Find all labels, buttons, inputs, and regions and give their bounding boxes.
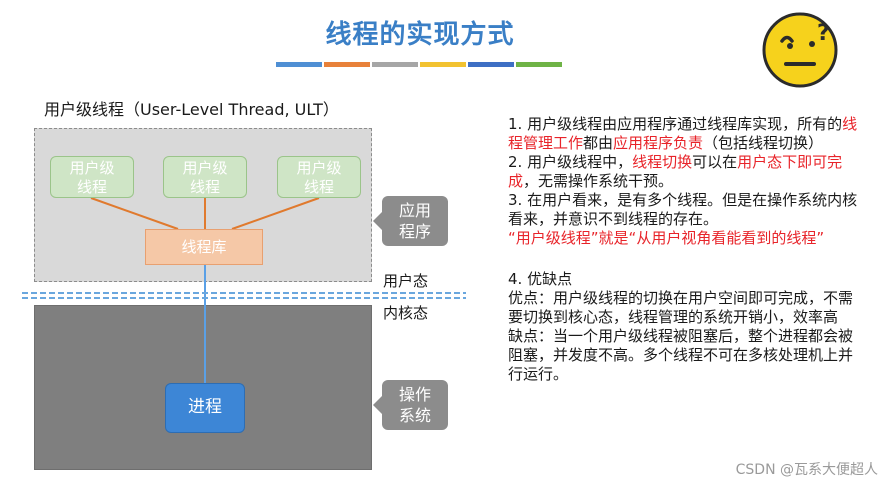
text-segment: 优点：用户级线程的切换在用户空间即可完成，不需要切换到核心态，线程管理的系统开销… bbox=[508, 289, 854, 326]
point-3: 3. 在用户看来，是有多个线程。但是在操作系统内核看来，并意识不到线程的存在。 bbox=[508, 191, 864, 229]
text-segment: 应用程序负责 bbox=[613, 134, 704, 152]
point-4-heading: 4. 优缺点 bbox=[508, 270, 864, 289]
thread-1-connector bbox=[90, 197, 179, 230]
user-thread-3: 用户级 线程 bbox=[277, 156, 361, 198]
kernel-mode-label: 内核态 bbox=[383, 304, 429, 322]
title-bar-4 bbox=[420, 62, 466, 67]
user-mode-label: 用户态 bbox=[383, 272, 429, 290]
operating-system-tag: 操作 系统 bbox=[373, 380, 448, 430]
text-segment: 2. 用户级线程中， bbox=[508, 153, 633, 171]
text-segment: （包括线程切换） bbox=[703, 134, 824, 152]
title-bar-2 bbox=[324, 62, 370, 67]
disadvantages: 缺点：当一个用户级线程被阻塞后，整个进程都会被阻塞，并发度不高。多个线程不可在多… bbox=[508, 327, 864, 384]
explanation-text: 1. 用户级线程由应用程序通过线程库实现，所有的线程管理工作都由应用程序负责（包… bbox=[508, 115, 864, 384]
text-segment: “用户级线程”就是“从用户视角看能看到的线程” bbox=[508, 229, 825, 247]
thread-library-box: 线程库 bbox=[145, 229, 263, 265]
user-thread-2: 用户级 线程 bbox=[163, 156, 247, 198]
title-bar-6 bbox=[516, 62, 562, 67]
svg-text:?: ? bbox=[817, 21, 830, 46]
text-segment: ，无需操作系统干预。 bbox=[523, 172, 674, 190]
process-box: 进程 bbox=[165, 383, 245, 433]
text-segment: 1. 用户级线程由应用程序通过线程库实现，所有的 bbox=[508, 115, 843, 133]
application-tag: 应用 程序 bbox=[373, 196, 448, 246]
advantages: 优点：用户级线程的切换在用户空间即可完成，不需要切换到核心态，线程管理的系统开销… bbox=[508, 289, 864, 327]
text-segment: 线程管理工作 bbox=[508, 115, 858, 152]
point-2: 2. 用户级线程中，线程切换可以在用户态下即可完成，无需操作系统干预。 bbox=[508, 153, 864, 191]
page-title: 线程的实现方式 bbox=[325, 20, 515, 50]
point-1: 1. 用户级线程由应用程序通过线程库实现，所有的线程管理工作都由应用程序负责（包… bbox=[508, 115, 864, 153]
thread-3-connector bbox=[231, 197, 320, 230]
text-segment: 缺点：当一个用户级线程被阻塞后，整个进程都会被阻塞，并发度不高。多个线程不可在多… bbox=[508, 327, 854, 383]
title-bar-1 bbox=[276, 62, 322, 67]
title-bar-5 bbox=[468, 62, 514, 67]
thinking-face-icon: ? bbox=[762, 12, 838, 88]
text-segment: 都由 bbox=[583, 134, 614, 152]
user-thread-1: 用户级 线程 bbox=[50, 156, 134, 198]
text-segment: 线程切换 bbox=[632, 153, 693, 171]
watermark: CSDN @瓦系大便超人 bbox=[735, 462, 878, 478]
text-segment: 4. 优缺点 bbox=[508, 270, 573, 288]
text-segment: 可以在 bbox=[692, 153, 738, 171]
text-segment: 用户态下即可完成 bbox=[508, 153, 843, 190]
text-segment: 3. 在用户看来，是有多个线程。但是在操作系统内核看来，并意识不到线程的存在。 bbox=[508, 191, 858, 228]
application-tag-pointer bbox=[373, 212, 382, 230]
section-label: 用户级线程（User-Level Thread, ULT） bbox=[44, 100, 339, 119]
title-bar-3 bbox=[372, 62, 418, 67]
point-3-summary: “用户级线程”就是“从用户视角看能看到的线程” bbox=[508, 229, 864, 248]
operating-system-tag-pointer bbox=[373, 396, 382, 414]
